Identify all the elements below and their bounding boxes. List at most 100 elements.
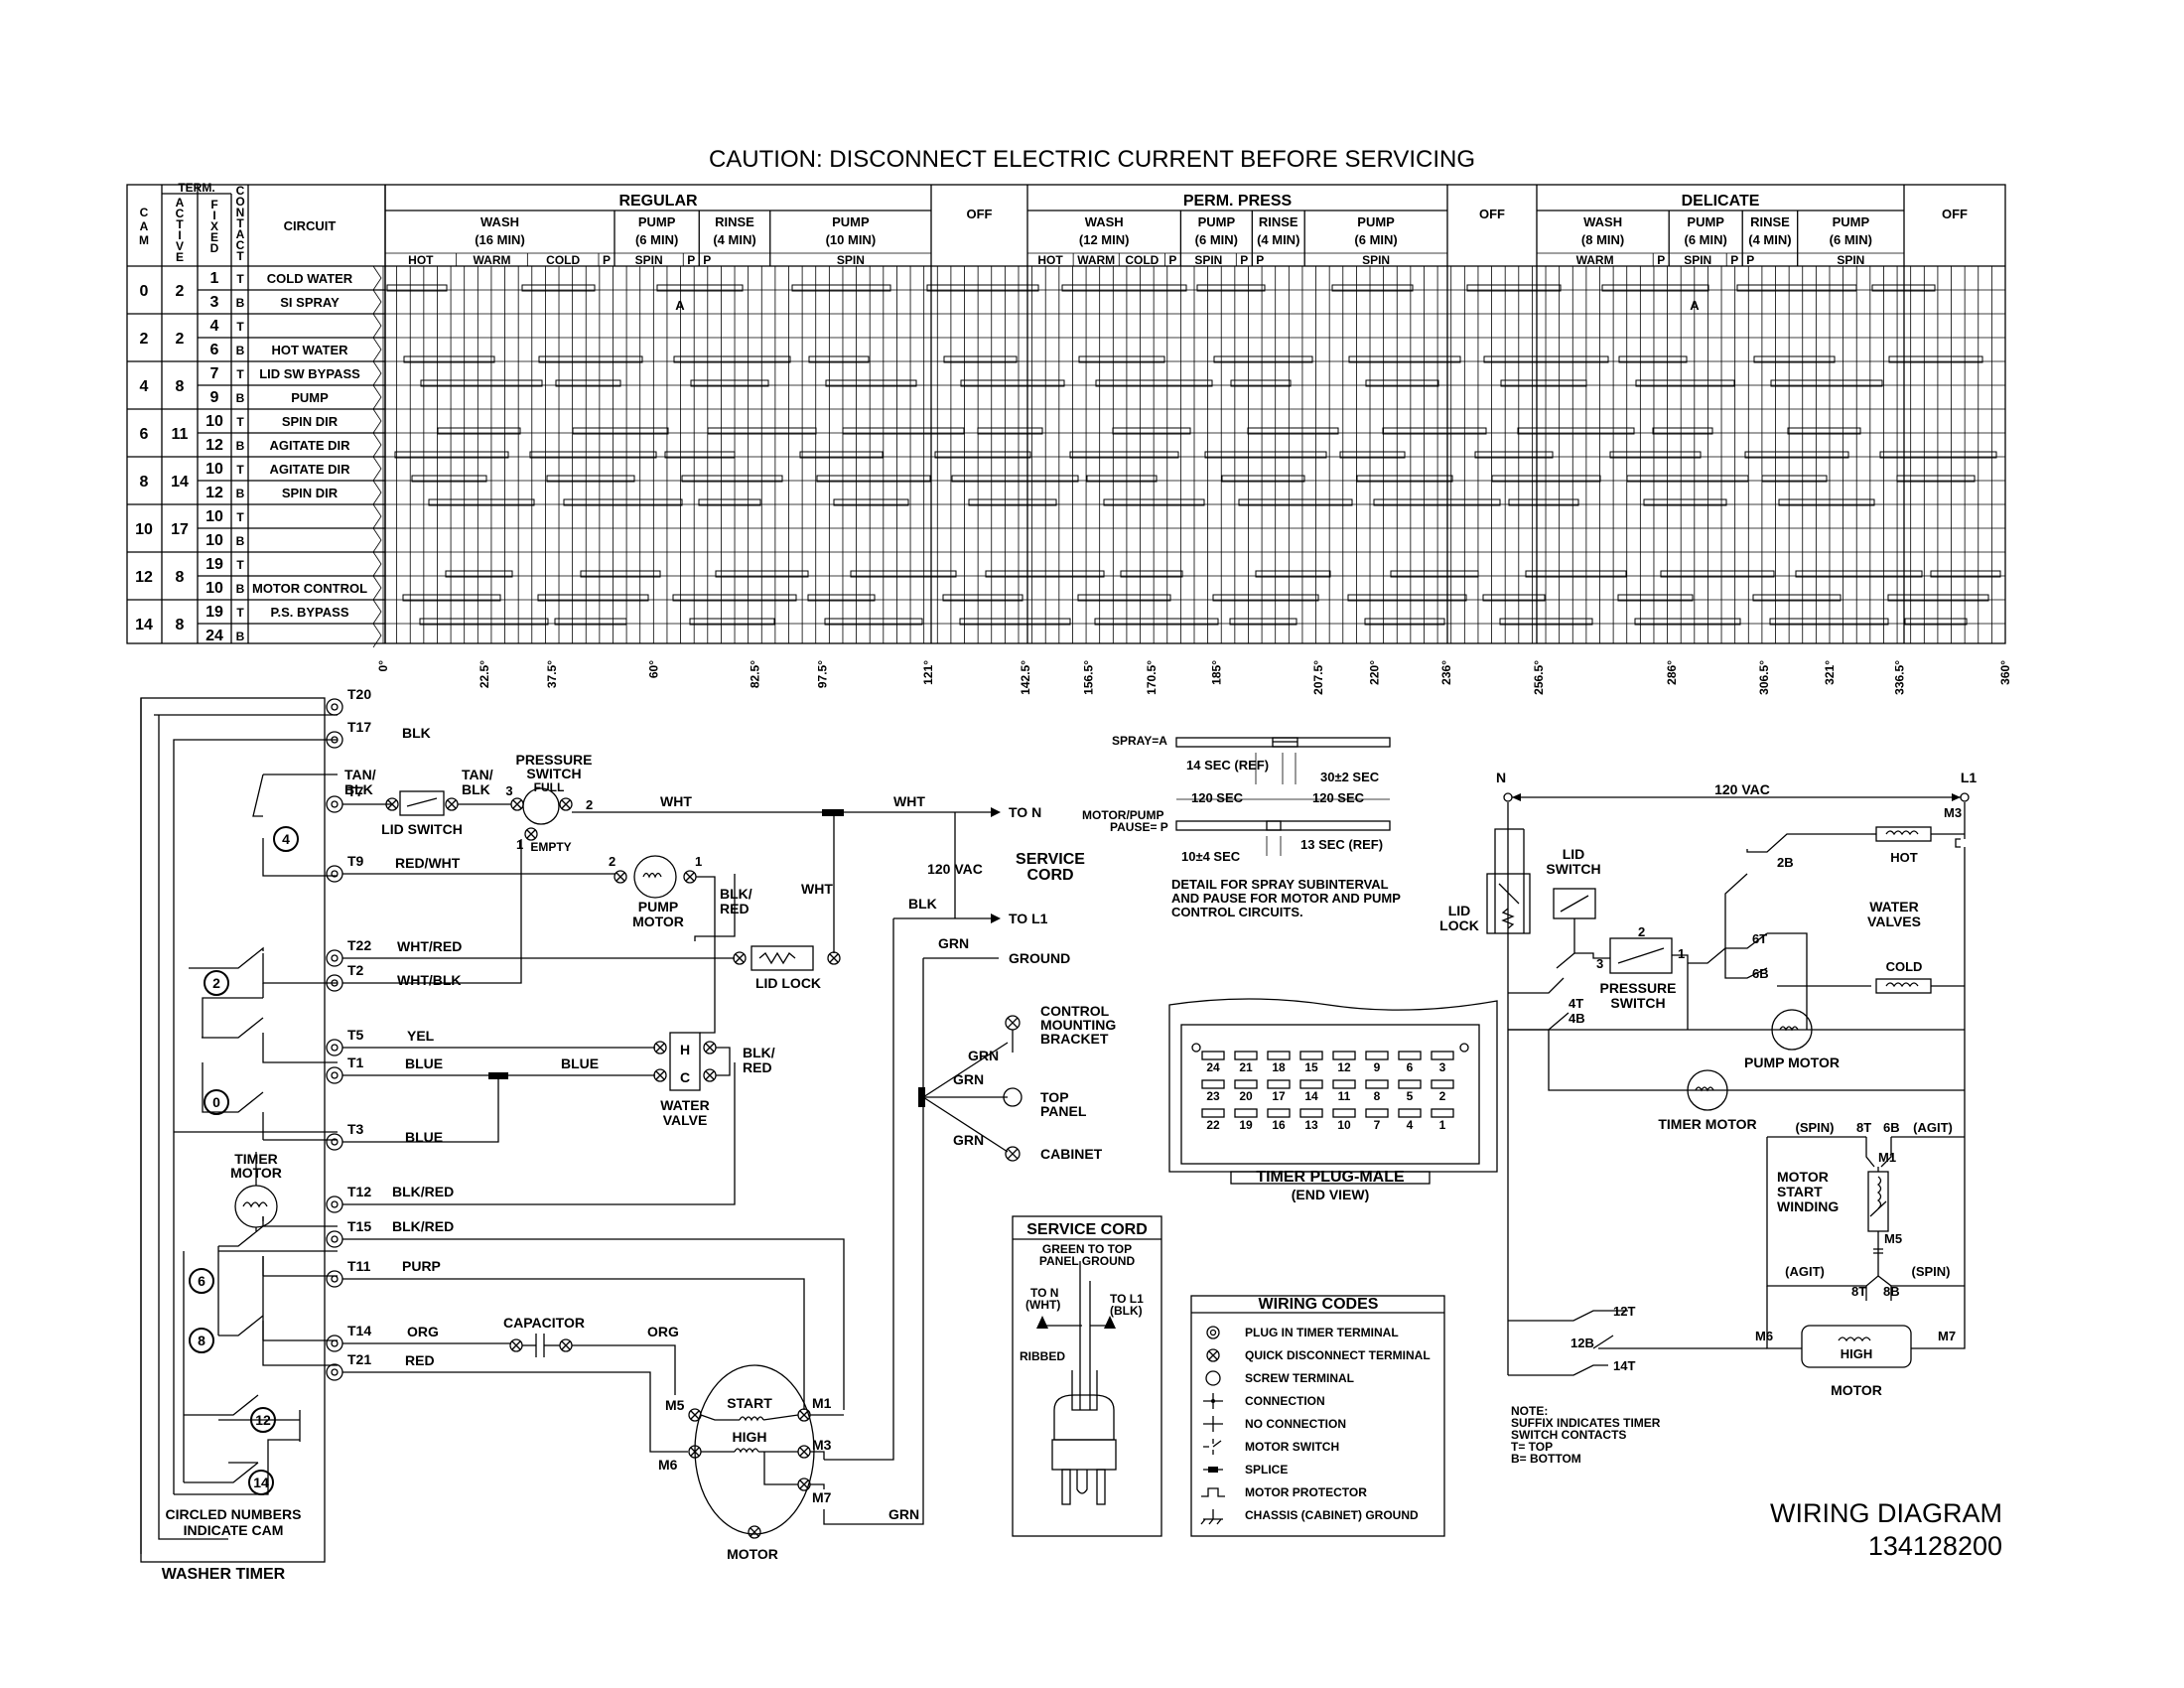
quick-disconnect-icon (1206, 1348, 1220, 1362)
plug-pin-number: 1 (1439, 1118, 1446, 1132)
cam-number: 2 (212, 975, 220, 991)
washer-timer-label: WASHER TIMER (162, 1566, 286, 1583)
terminal-label: T3 (347, 1121, 364, 1137)
ladder-4t: 4T (1569, 996, 1583, 1011)
svg-text:N: N (236, 206, 245, 219)
row-fixed: 10 (205, 413, 223, 430)
wiring-codes-box (1190, 1295, 1445, 1537)
plug-pin-number: 5 (1407, 1089, 1414, 1103)
terminal-label: T9 (347, 853, 364, 869)
cam-number: 8 (198, 1333, 205, 1348)
svg-text:12B: 12B (1570, 1336, 1594, 1350)
svg-text:M: M (139, 233, 149, 247)
svg-text:H: H (680, 1042, 690, 1057)
row-fixed: 9 (210, 389, 219, 406)
ground-label: GROUND (1009, 950, 1070, 966)
diagram-title: WIRING DIAGRAM (1770, 1498, 2002, 1528)
row-circuit: SI SPRAY (280, 295, 340, 310)
row-cam: 6 (140, 426, 149, 443)
no-connection-icon (1203, 1416, 1223, 1432)
splice-symbol (822, 809, 844, 816)
sec120b-label: 120 SEC (1312, 790, 1365, 805)
step-label: SPIN (837, 253, 865, 267)
row-contact: T (236, 272, 244, 286)
terminal-label: T1 (347, 1055, 364, 1070)
cold-label: COLD (1886, 959, 1923, 974)
to-l1-label: TO L1 (1009, 911, 1048, 926)
blk-red-label: BLK/RED (720, 886, 752, 916)
wire-purp-label: PURP (402, 1258, 441, 1274)
svg-text:E: E (176, 250, 184, 264)
svg-text:F: F (210, 198, 217, 211)
phase-name: PUMP (1833, 214, 1870, 229)
row-cam: 12 (135, 569, 153, 586)
phase-name: PUMP (638, 214, 676, 229)
row-fixed: 12 (205, 485, 223, 501)
row-fixed: 19 (205, 604, 223, 621)
phase-name: PUMP (1198, 214, 1236, 229)
terminal-icon (326, 1363, 343, 1381)
terminal-icon (326, 1039, 343, 1056)
phase-time: (12 MIN) (1079, 232, 1130, 247)
degree-label: 82.5° (748, 660, 761, 688)
wiring-code-label: CHASSIS (CABINET) GROUND (1245, 1508, 1419, 1522)
wire-wht-label: WHT (660, 793, 692, 809)
motor-ladder-label: MOTOR (1831, 1382, 1882, 1398)
terminal-label: T15 (347, 1218, 371, 1234)
terminal-label: T7 (347, 783, 364, 799)
off-label: OFF (1942, 207, 1968, 221)
cold-valve-symbol (1875, 978, 1932, 994)
row-cam: 2 (140, 331, 149, 348)
row-active: 2 (176, 331, 185, 348)
terminal-label: T5 (347, 1027, 364, 1043)
row-fixed: 3 (210, 294, 219, 311)
svg-text:2B: 2B (1777, 855, 1794, 870)
svg-text:2: 2 (586, 797, 593, 812)
cord-to-n: TO N(WHT) (1025, 1286, 1060, 1312)
step-label: SPIN (1362, 253, 1390, 267)
row-contact: T (236, 367, 244, 381)
plug-pin-number: 6 (1407, 1060, 1414, 1074)
row-fixed: 12 (205, 437, 223, 454)
svg-text:8T: 8T (1851, 1284, 1866, 1299)
degree-label: 37.5° (545, 660, 559, 688)
pump-motor-ladder-label: PUMP MOTOR (1744, 1055, 1840, 1070)
svg-text:BLK/RED: BLK/RED (392, 1218, 454, 1234)
degree-label: 360° (1998, 660, 2012, 685)
svg-text:A: A (236, 227, 245, 241)
svg-text:3: 3 (1596, 956, 1603, 971)
step-label: WARM (1077, 253, 1115, 267)
wire-yel-label: YEL (407, 1028, 435, 1044)
step-label: P (1256, 253, 1264, 267)
svg-text:14T: 14T (1613, 1358, 1635, 1373)
degree-label: 142.5° (1019, 660, 1032, 695)
cord-to-l1: TO L1(BLK) (1110, 1292, 1144, 1318)
step-label: P (1746, 253, 1754, 267)
off-label: OFF (1479, 207, 1505, 221)
cycle-name: PERM. PRESS (1183, 193, 1293, 210)
row-cam: 10 (135, 521, 153, 538)
blk-red-valve-label: BLK/RED (743, 1045, 775, 1075)
circuit-header: CIRCUIT (284, 218, 337, 233)
degree-label: 321° (1823, 660, 1837, 685)
plug-pin-number: 8 (1374, 1089, 1381, 1103)
svg-text:V: V (176, 239, 184, 253)
step-label: WARM (474, 253, 511, 267)
part-number: 134128200 (1868, 1531, 2002, 1561)
svg-text:BLUE: BLUE (405, 1129, 443, 1145)
svg-text:T: T (176, 217, 184, 231)
svg-text:3: 3 (505, 783, 512, 798)
terminal-icon (326, 1270, 343, 1288)
phase-name: PUMP (1687, 214, 1724, 229)
row-contact: B (236, 344, 245, 357)
wiring-codes-legend: WIRING CODES PLUG IN TIMER TERMINALQUICK… (1190, 1295, 1445, 1537)
phase-time: (4 MIN) (1257, 232, 1299, 247)
step-label: SPIN (635, 253, 663, 267)
washer-timer-box (140, 697, 326, 1563)
row-circuit: COLD WATER (267, 271, 353, 286)
row-active: 17 (171, 521, 189, 538)
spin-label-2: (SPIN) (1912, 1264, 1951, 1279)
